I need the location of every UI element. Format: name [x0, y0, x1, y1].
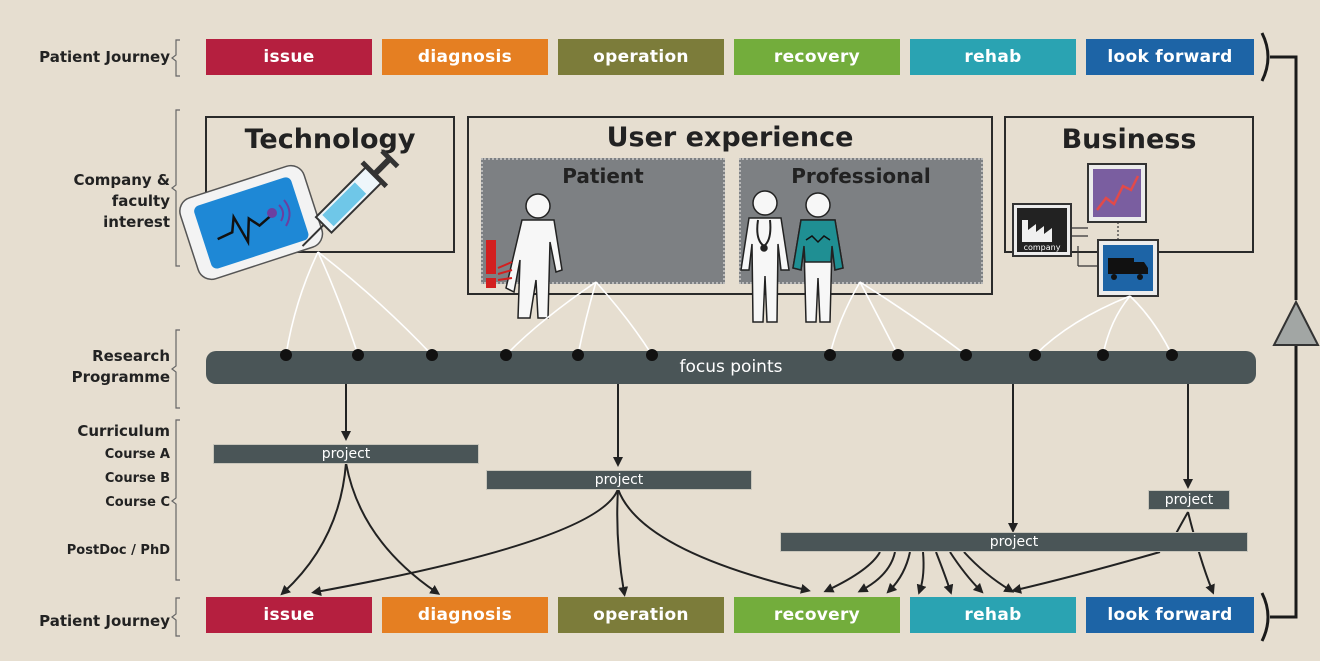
nurse-figure-icon [792, 192, 844, 323]
journey-top-rehab: rehab [910, 39, 1076, 75]
journey-bottom-recovery: recovery [734, 597, 900, 633]
feedback-loop [1260, 32, 1298, 642]
patient-title: Patient [562, 164, 644, 188]
company-sign-text: company [1024, 243, 1061, 252]
left-braces [171, 39, 180, 637]
technology-title: Technology [244, 124, 416, 155]
feedback-triangle [1272, 299, 1320, 346]
patient-figure-icon [505, 193, 563, 319]
project-course-a: project [213, 444, 479, 464]
business-connectors [1071, 222, 1119, 267]
row-label-course-c: Course C [105, 495, 170, 510]
tablet-icon [179, 164, 324, 281]
journey-top-operation: operation [558, 39, 724, 75]
professional-title: Professional [791, 164, 931, 188]
syringe-icon [301, 149, 400, 247]
project-postdoc: project [780, 532, 1248, 552]
focus-fan-lines [285, 251, 1173, 356]
journey-bottom-operation: operation [558, 597, 724, 633]
row-label-postdoc: PostDoc / PhD [66, 543, 170, 558]
technology-box: Technology [205, 116, 455, 253]
row-label-company-interest: Company & faculty interest [73, 171, 170, 231]
project-to-journey-arrows [280, 462, 1215, 597]
chart-icon [1087, 163, 1147, 223]
journey-top-diagnosis: diagnosis [382, 39, 548, 75]
journey-bottom-diagnosis: diagnosis [382, 597, 548, 633]
factory-icon: company [1012, 203, 1072, 257]
journey-top-issue: issue [206, 39, 372, 75]
business-title: Business [1061, 124, 1197, 155]
row-label-patient-journey-top: Patient Journey [39, 48, 170, 66]
row-label-course-a: Course A [104, 447, 170, 462]
journey-bottom-issue: issue [206, 597, 372, 633]
row-label-patient-journey-bottom: Patient Journey [39, 612, 170, 630]
row-label-course-b: Course B [104, 471, 170, 486]
bar-to-project-arrows [341, 384, 1193, 533]
project-course-b: project [486, 470, 752, 490]
truck-icon [1097, 239, 1159, 297]
journey-bottom-rehab: rehab [910, 597, 1076, 633]
user-experience-title: User experience [606, 122, 854, 153]
focus-points-bar: focus points [206, 351, 1256, 384]
row-label-research-programme: Research Programme [71, 347, 170, 386]
journey-top-recovery: recovery [734, 39, 900, 75]
project-course-c: project [1148, 490, 1230, 510]
doctor-figure-icon [740, 190, 790, 323]
focus-dots [280, 349, 1178, 361]
journey-top-look-forward: look forward [1086, 39, 1254, 75]
alert-icon [486, 240, 513, 288]
row-label-curriculum: Curriculum [77, 422, 170, 440]
journey-bottom-look-forward: look forward [1086, 597, 1254, 633]
